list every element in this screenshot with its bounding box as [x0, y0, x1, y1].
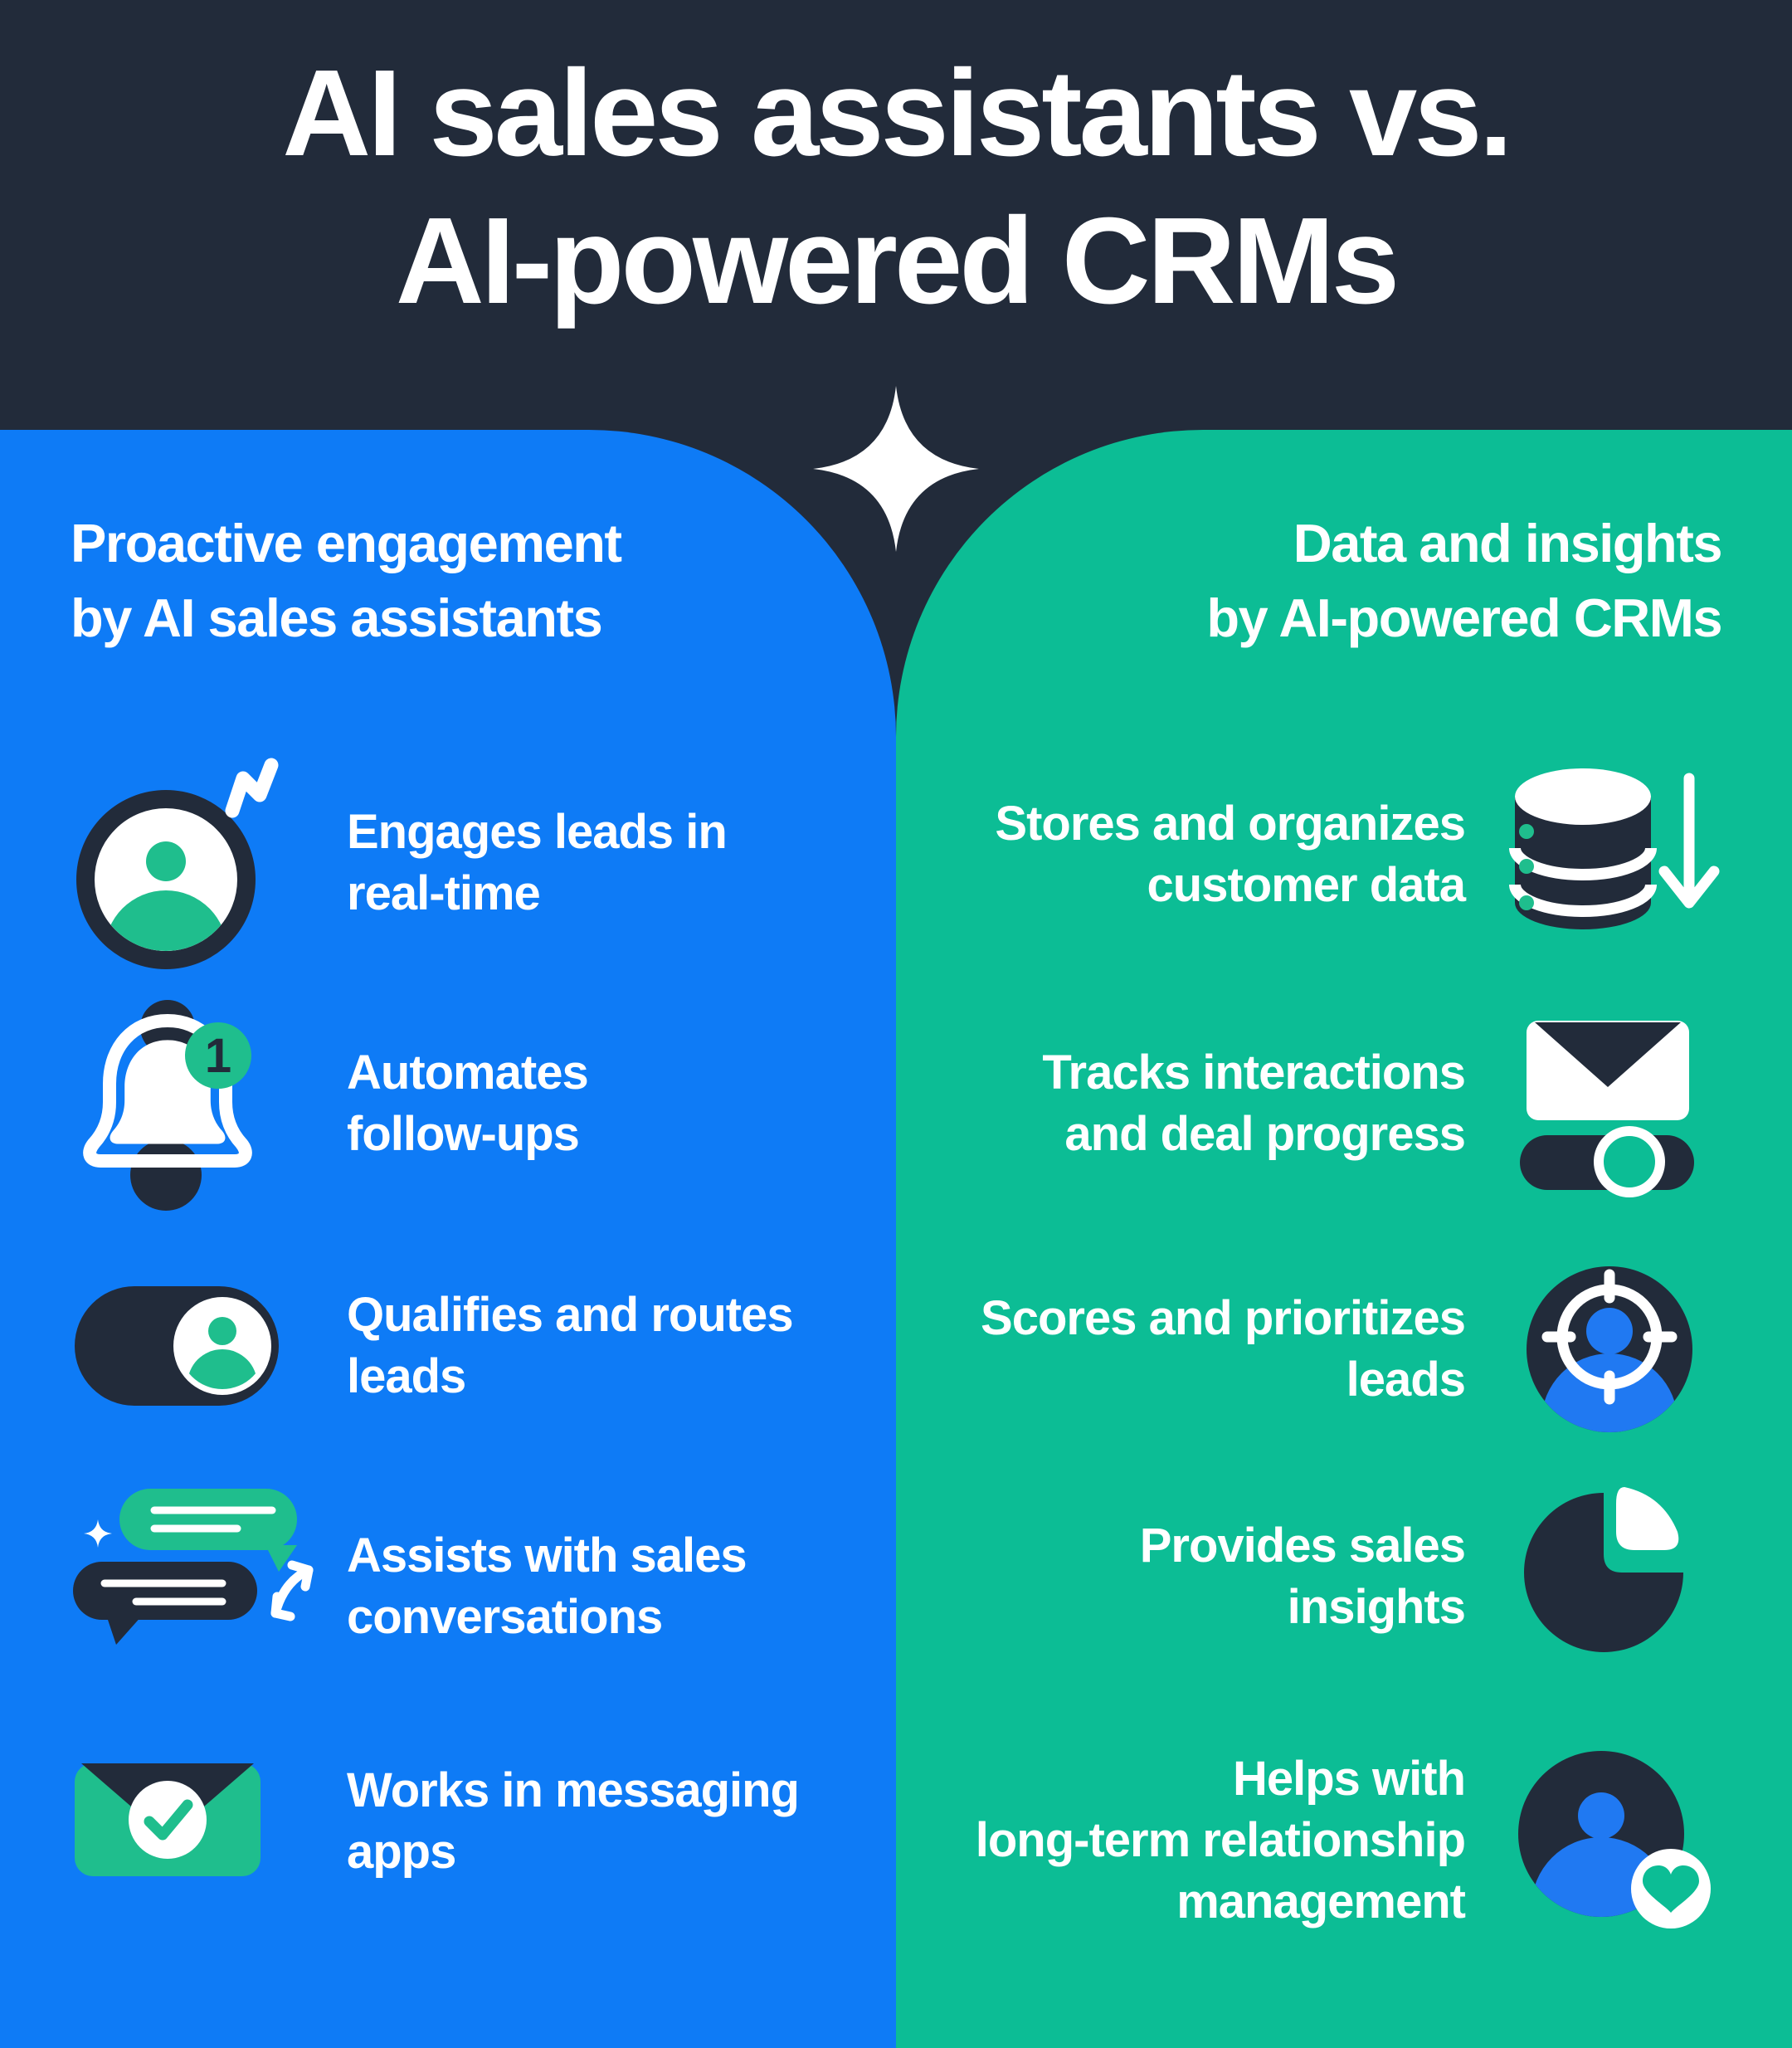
- ai-sales-assistants-panel: Proactive engagement by AI sales assista…: [0, 430, 896, 2048]
- target-lead-icon: [1508, 1250, 1724, 1449]
- list-item: Stores and organizes customer data: [896, 755, 1792, 954]
- left-panel-heading: Proactive engagement by AI sales assista…: [71, 513, 622, 648]
- list-item-label: Automates follow-ups: [347, 1046, 589, 1161]
- page-title: AI sales assistants vs. AI-powered CRMs: [282, 45, 1512, 329]
- list-item: Scores and prioritizes leads: [896, 1250, 1792, 1449]
- list-item-label: Helps with long-term relationship manage…: [975, 1752, 1466, 1929]
- list-item-label: Stores and organizes customer data: [995, 797, 1466, 912]
- right-panel-heading: Data and insights by AI-powered CRMs: [1206, 513, 1722, 648]
- bell-badge-count: 1: [205, 1029, 231, 1083]
- list-item-label: Assists with sales conversations: [347, 1529, 747, 1644]
- list-item-label: Works in messaging apps: [347, 1763, 800, 1879]
- toggle-avatar-icon: [66, 1238, 315, 1454]
- ai-powered-crms-panel: Data and insights by AI-powered CRMs Sto…: [896, 430, 1792, 2048]
- list-item: Assists with sales conversations: [0, 1479, 896, 1694]
- pie-chart-icon: [1508, 1477, 1724, 1676]
- envelope-check-icon: [66, 1714, 315, 1929]
- list-item: Qualifies and routes leads: [0, 1238, 896, 1454]
- database-download-icon: [1508, 755, 1724, 954]
- list-item-label: Tracks interactions and deal progress: [1042, 1046, 1466, 1161]
- list-item: Engages leads in real-time: [0, 755, 896, 971]
- list-item-label: Engages leads in real-time: [347, 805, 728, 920]
- envelope-slider-icon: [1508, 1004, 1724, 1203]
- list-item-label: Scores and prioritizes leads: [981, 1291, 1466, 1407]
- list-item-label: Qualifies and routes leads: [347, 1288, 794, 1403]
- sparkle-star-icon: [813, 386, 979, 552]
- notification-bell-icon: 1: [66, 996, 315, 1212]
- list-item: Tracks interactions and deal progress: [896, 1004, 1792, 1203]
- list-item: Helps with long-term relationship manage…: [896, 1741, 1792, 1940]
- avatar-heart-icon: [1508, 1741, 1724, 1940]
- list-item: 1 Automates follow-ups: [0, 996, 896, 1212]
- list-item: Provides sales insights: [896, 1477, 1792, 1676]
- lead-avatar-bolt-icon: [66, 755, 315, 971]
- list-item-label: Provides sales insights: [1139, 1519, 1466, 1634]
- chat-bubbles-icon: [66, 1479, 315, 1694]
- list-item: Works in messaging apps: [0, 1714, 896, 1929]
